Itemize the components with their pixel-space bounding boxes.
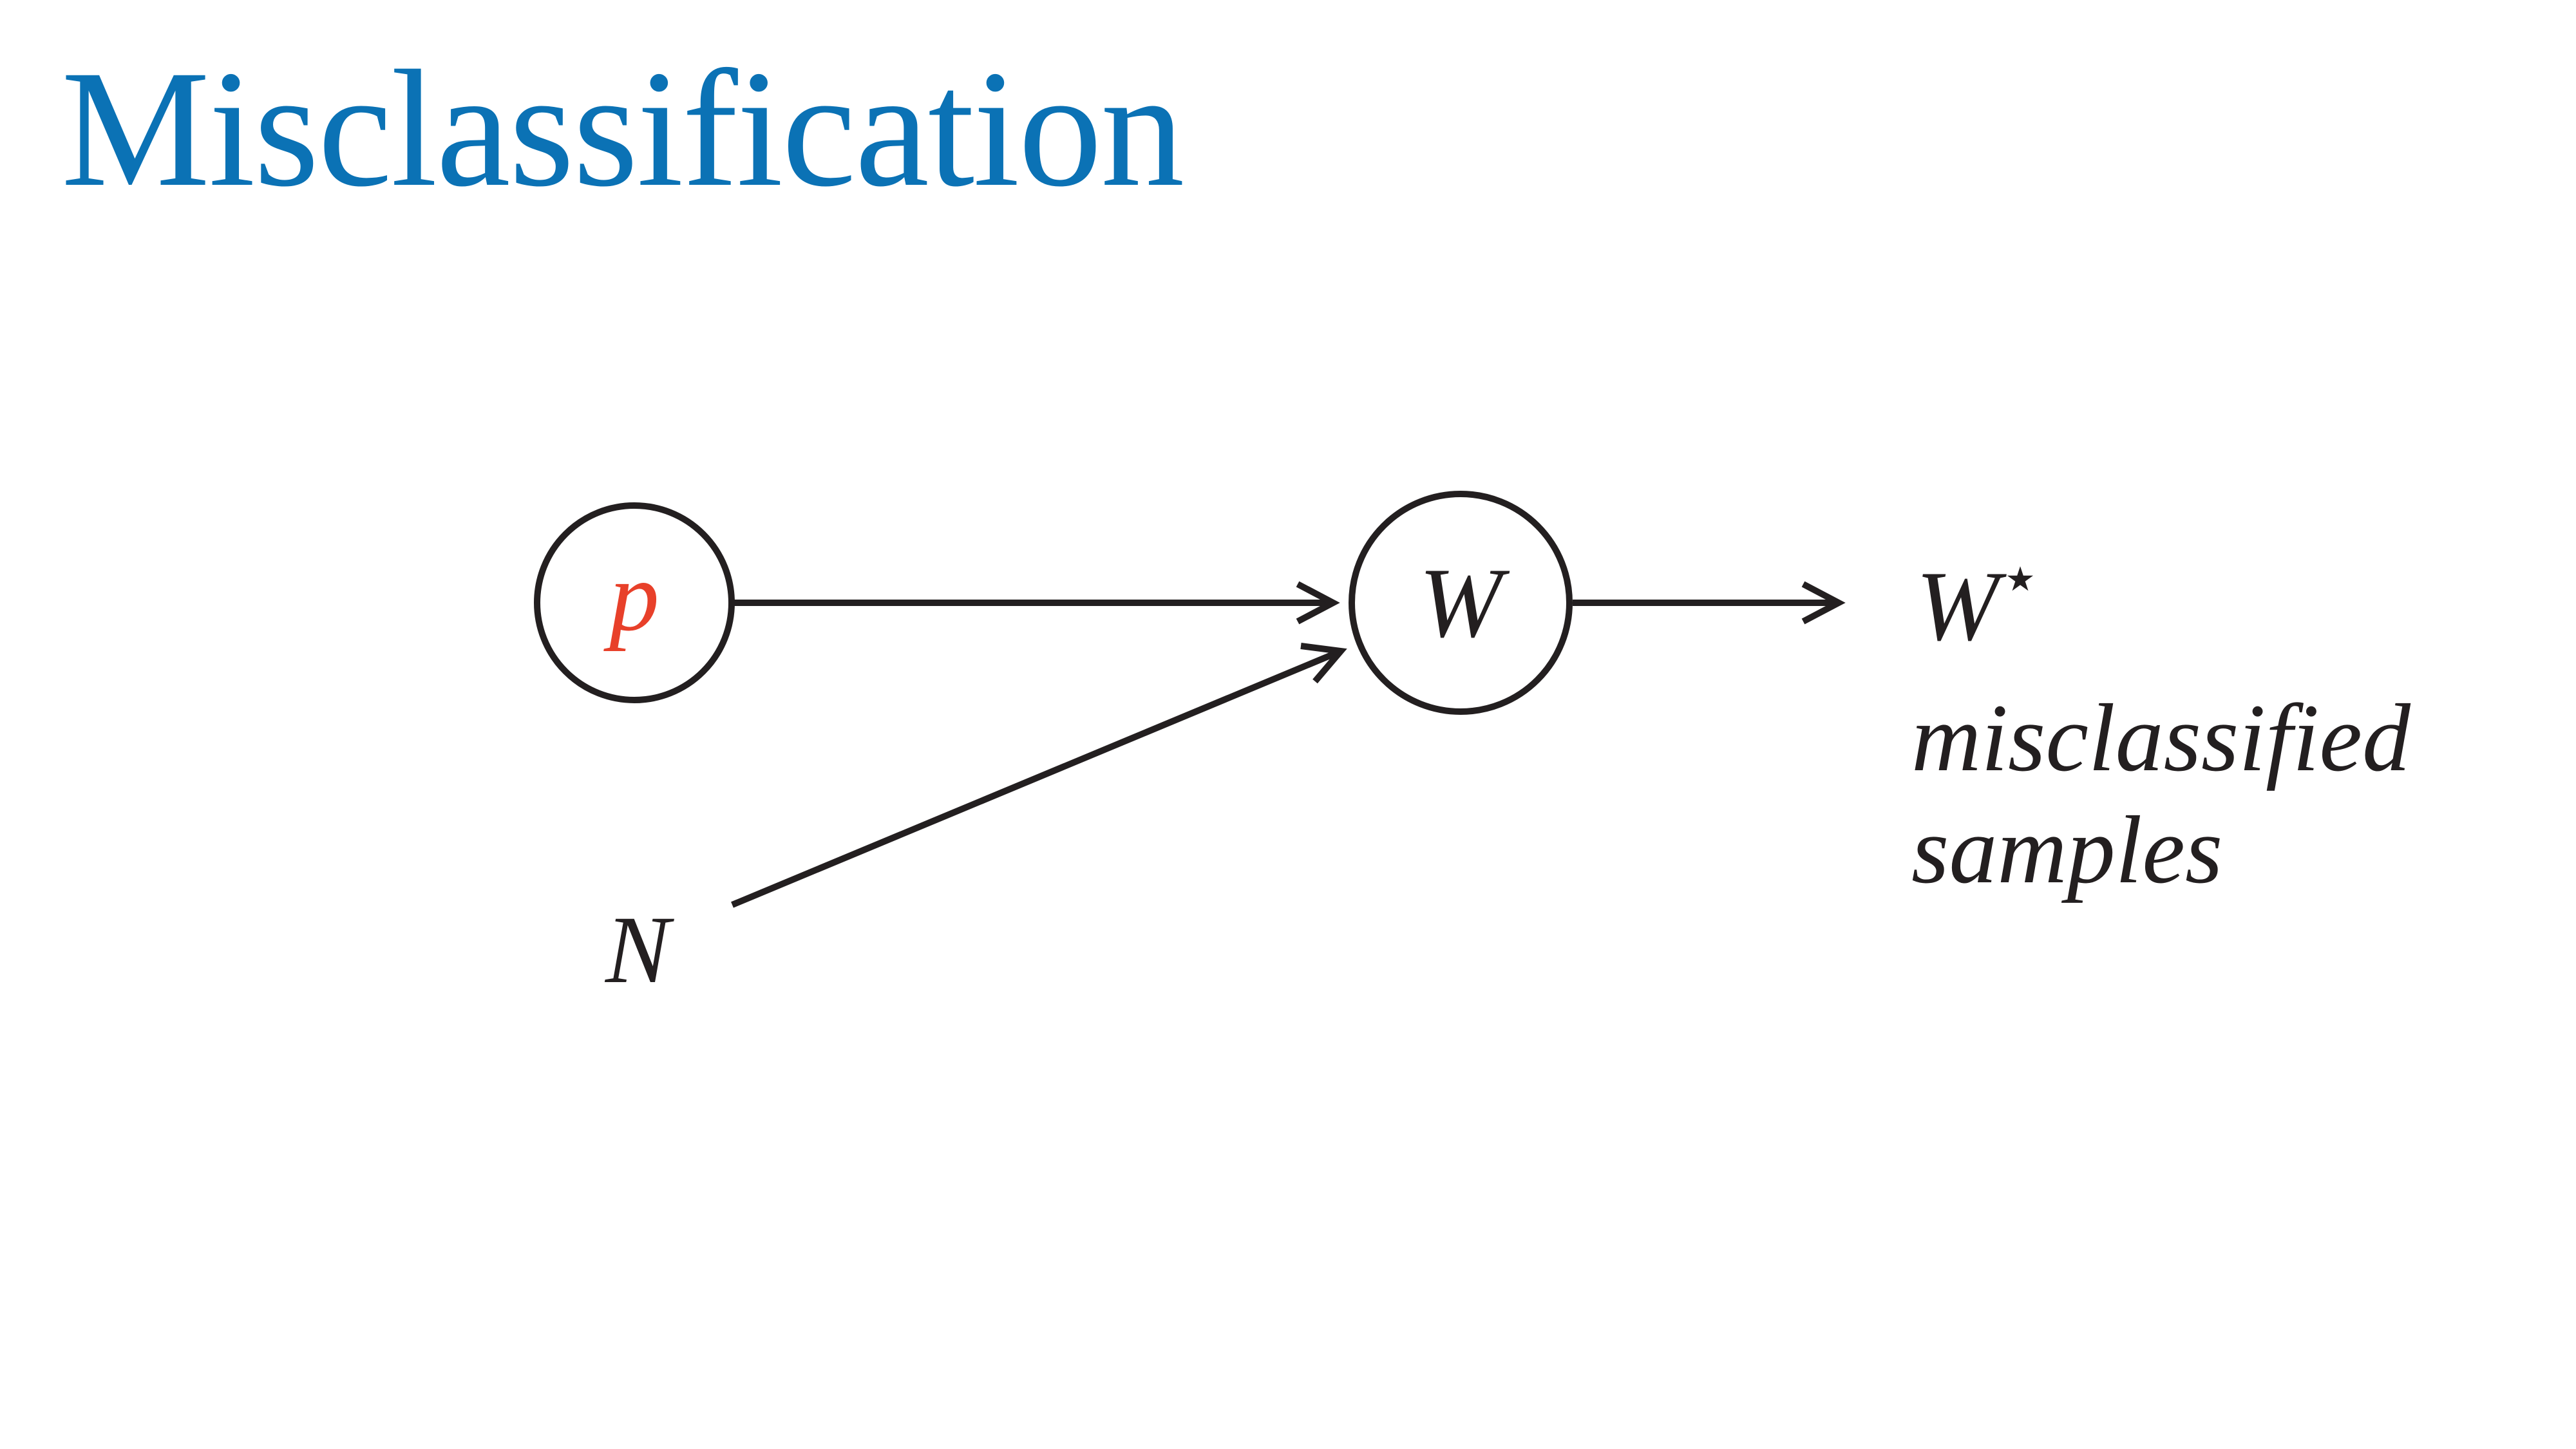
node-p-circle: [534, 502, 735, 703]
node-p-label: p: [603, 541, 659, 652]
node-n-label: N: [604, 896, 674, 1003]
edge-n-to-w-arrowhead: [1300, 643, 1347, 684]
edge-w-to-output-arrowhead: [1801, 581, 1846, 625]
output-label: W⋆: [1916, 540, 2041, 661]
node-w-circle: [1349, 491, 1573, 715]
output-caption-line2: samples: [1911, 797, 2222, 904]
edge-n-to-w: [731, 650, 1338, 908]
node-w-label: W: [1419, 547, 1510, 658]
output-caption-line1: misclassified: [1911, 685, 2411, 791]
edge-p-to-w-arrowhead: [1296, 581, 1340, 625]
slide-title: Misclassification: [61, 36, 1184, 222]
output-label-w: W: [1916, 551, 2007, 661]
output-label-star: ⋆: [1999, 540, 2041, 616]
